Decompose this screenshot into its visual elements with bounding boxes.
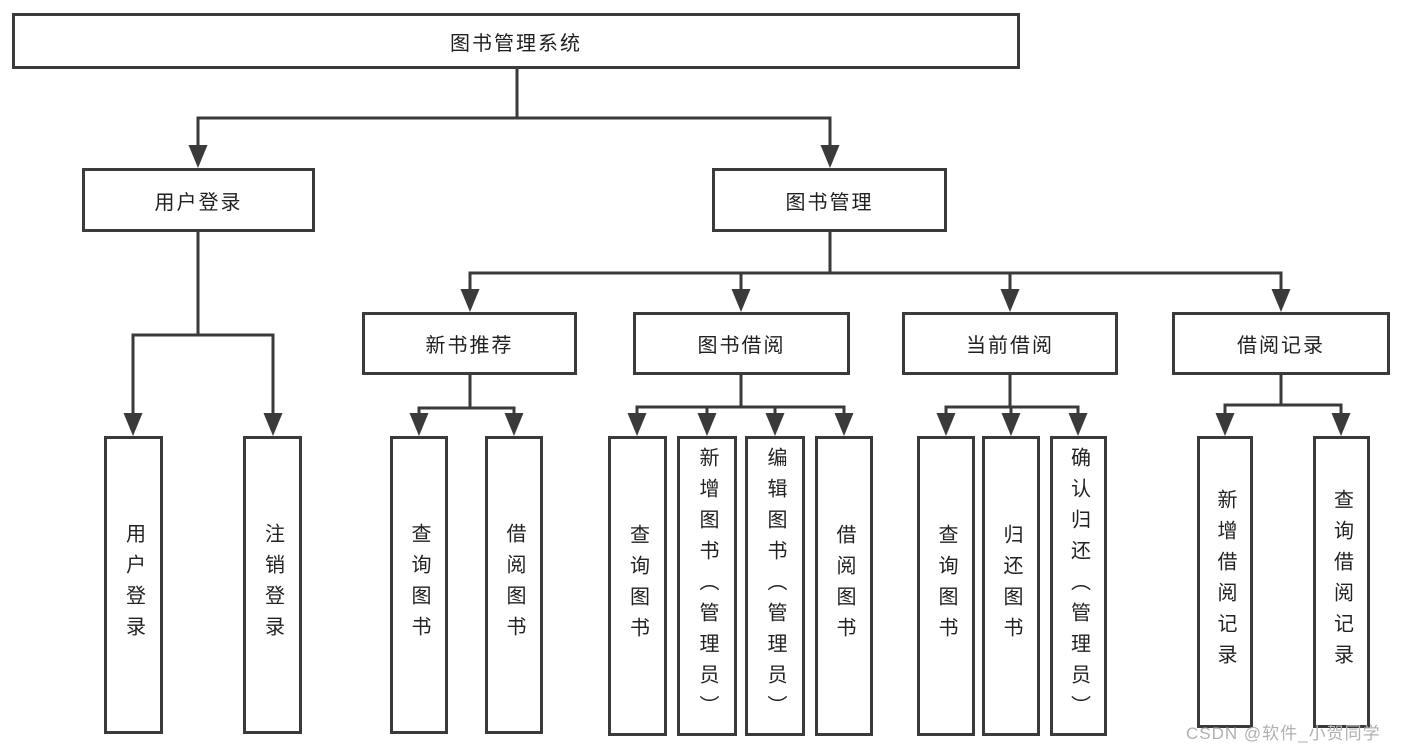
node-current-borrow-label: 当前借阅 (966, 335, 1054, 357)
leaf-recommend-query-books-label: 查询图书 (408, 523, 430, 647)
leaf-logout-label: 注销登录 (261, 523, 284, 647)
node-current-borrow: 当前借阅 (902, 312, 1118, 375)
leaf-recommend-query-books: 查询图书 (390, 436, 448, 734)
leaf-user-login-label: 用户登录 (122, 523, 145, 647)
node-root-system: 图书管理系统 (12, 13, 1020, 69)
node-book-borrow: 图书借阅 (633, 312, 850, 375)
node-root-system-label: 图书管理系统 (450, 32, 582, 55)
leaf-borrow-query-books-label: 查询图书 (626, 524, 649, 648)
leaf-add-borrow-record: 新增借阅记录 (1197, 436, 1253, 728)
leaf-edit-books-admin-label: 编辑图书（管理员） (764, 446, 786, 726)
leaf-borrow-query-books: 查询图书 (608, 436, 667, 736)
leaf-add-books-admin: 新增图书（管理员） (677, 436, 737, 736)
node-user-login: 用户登录 (82, 168, 315, 232)
node-book-management: 图书管理 (712, 168, 947, 232)
node-new-book-recommend-label: 新书推荐 (425, 335, 514, 357)
leaf-confirm-return-admin-label: 确认归还（管理员） (1067, 446, 1090, 726)
csdn-watermark: CSDN @软件_小贺同学 (1186, 724, 1381, 743)
node-book-borrow-label: 图书借阅 (697, 335, 786, 357)
connector-root-to-level2 (188, 68, 840, 168)
connector-bookborrow-to-leaves (627, 375, 854, 436)
leaf-logout: 注销登录 (243, 436, 302, 734)
connector-newrec-to-leaves (409, 375, 524, 436)
leaf-add-books-admin-label: 新增图书（管理员） (696, 446, 718, 726)
leaf-return-books-label: 归还图书 (1000, 524, 1022, 648)
leaf-user-login: 用户登录 (104, 436, 163, 734)
leaf-confirm-return-admin: 确认归还（管理员） (1050, 436, 1107, 736)
node-new-book-recommend: 新书推荐 (362, 312, 577, 375)
leaf-query-borrow-record: 查询借阅记录 (1313, 436, 1370, 728)
leaf-add-borrow-record-label: 新增借阅记录 (1214, 489, 1236, 675)
leaf-return-books: 归还图书 (982, 436, 1040, 736)
leaf-current-query-books: 查询图书 (917, 436, 975, 736)
connector-bookmgmt-to-level3 (460, 232, 1291, 312)
node-user-login-label: 用户登录 (154, 191, 243, 214)
connector-borrowrecords-to-leaves (1215, 374, 1351, 436)
node-borrow-records-label: 借阅记录 (1237, 335, 1325, 357)
node-borrow-records: 借阅记录 (1172, 312, 1390, 375)
leaf-query-borrow-record-label: 查询借阅记录 (1330, 489, 1353, 675)
connector-currentborrow-to-leaves (936, 374, 1088, 436)
leaf-recommend-borrow-books: 借阅图书 (485, 436, 543, 734)
leaf-current-query-books-label: 查询图书 (935, 524, 957, 648)
leaf-recommend-borrow-books-label: 借阅图书 (503, 523, 525, 647)
leaf-borrow-books: 借阅图书 (815, 436, 873, 736)
leaf-edit-books-admin: 编辑图书（管理员） (745, 436, 805, 736)
node-book-management-label: 图书管理 (785, 191, 874, 214)
leaf-borrow-books-label: 借阅图书 (833, 524, 855, 648)
connector-userlogin-to-leaves (123, 232, 283, 436)
